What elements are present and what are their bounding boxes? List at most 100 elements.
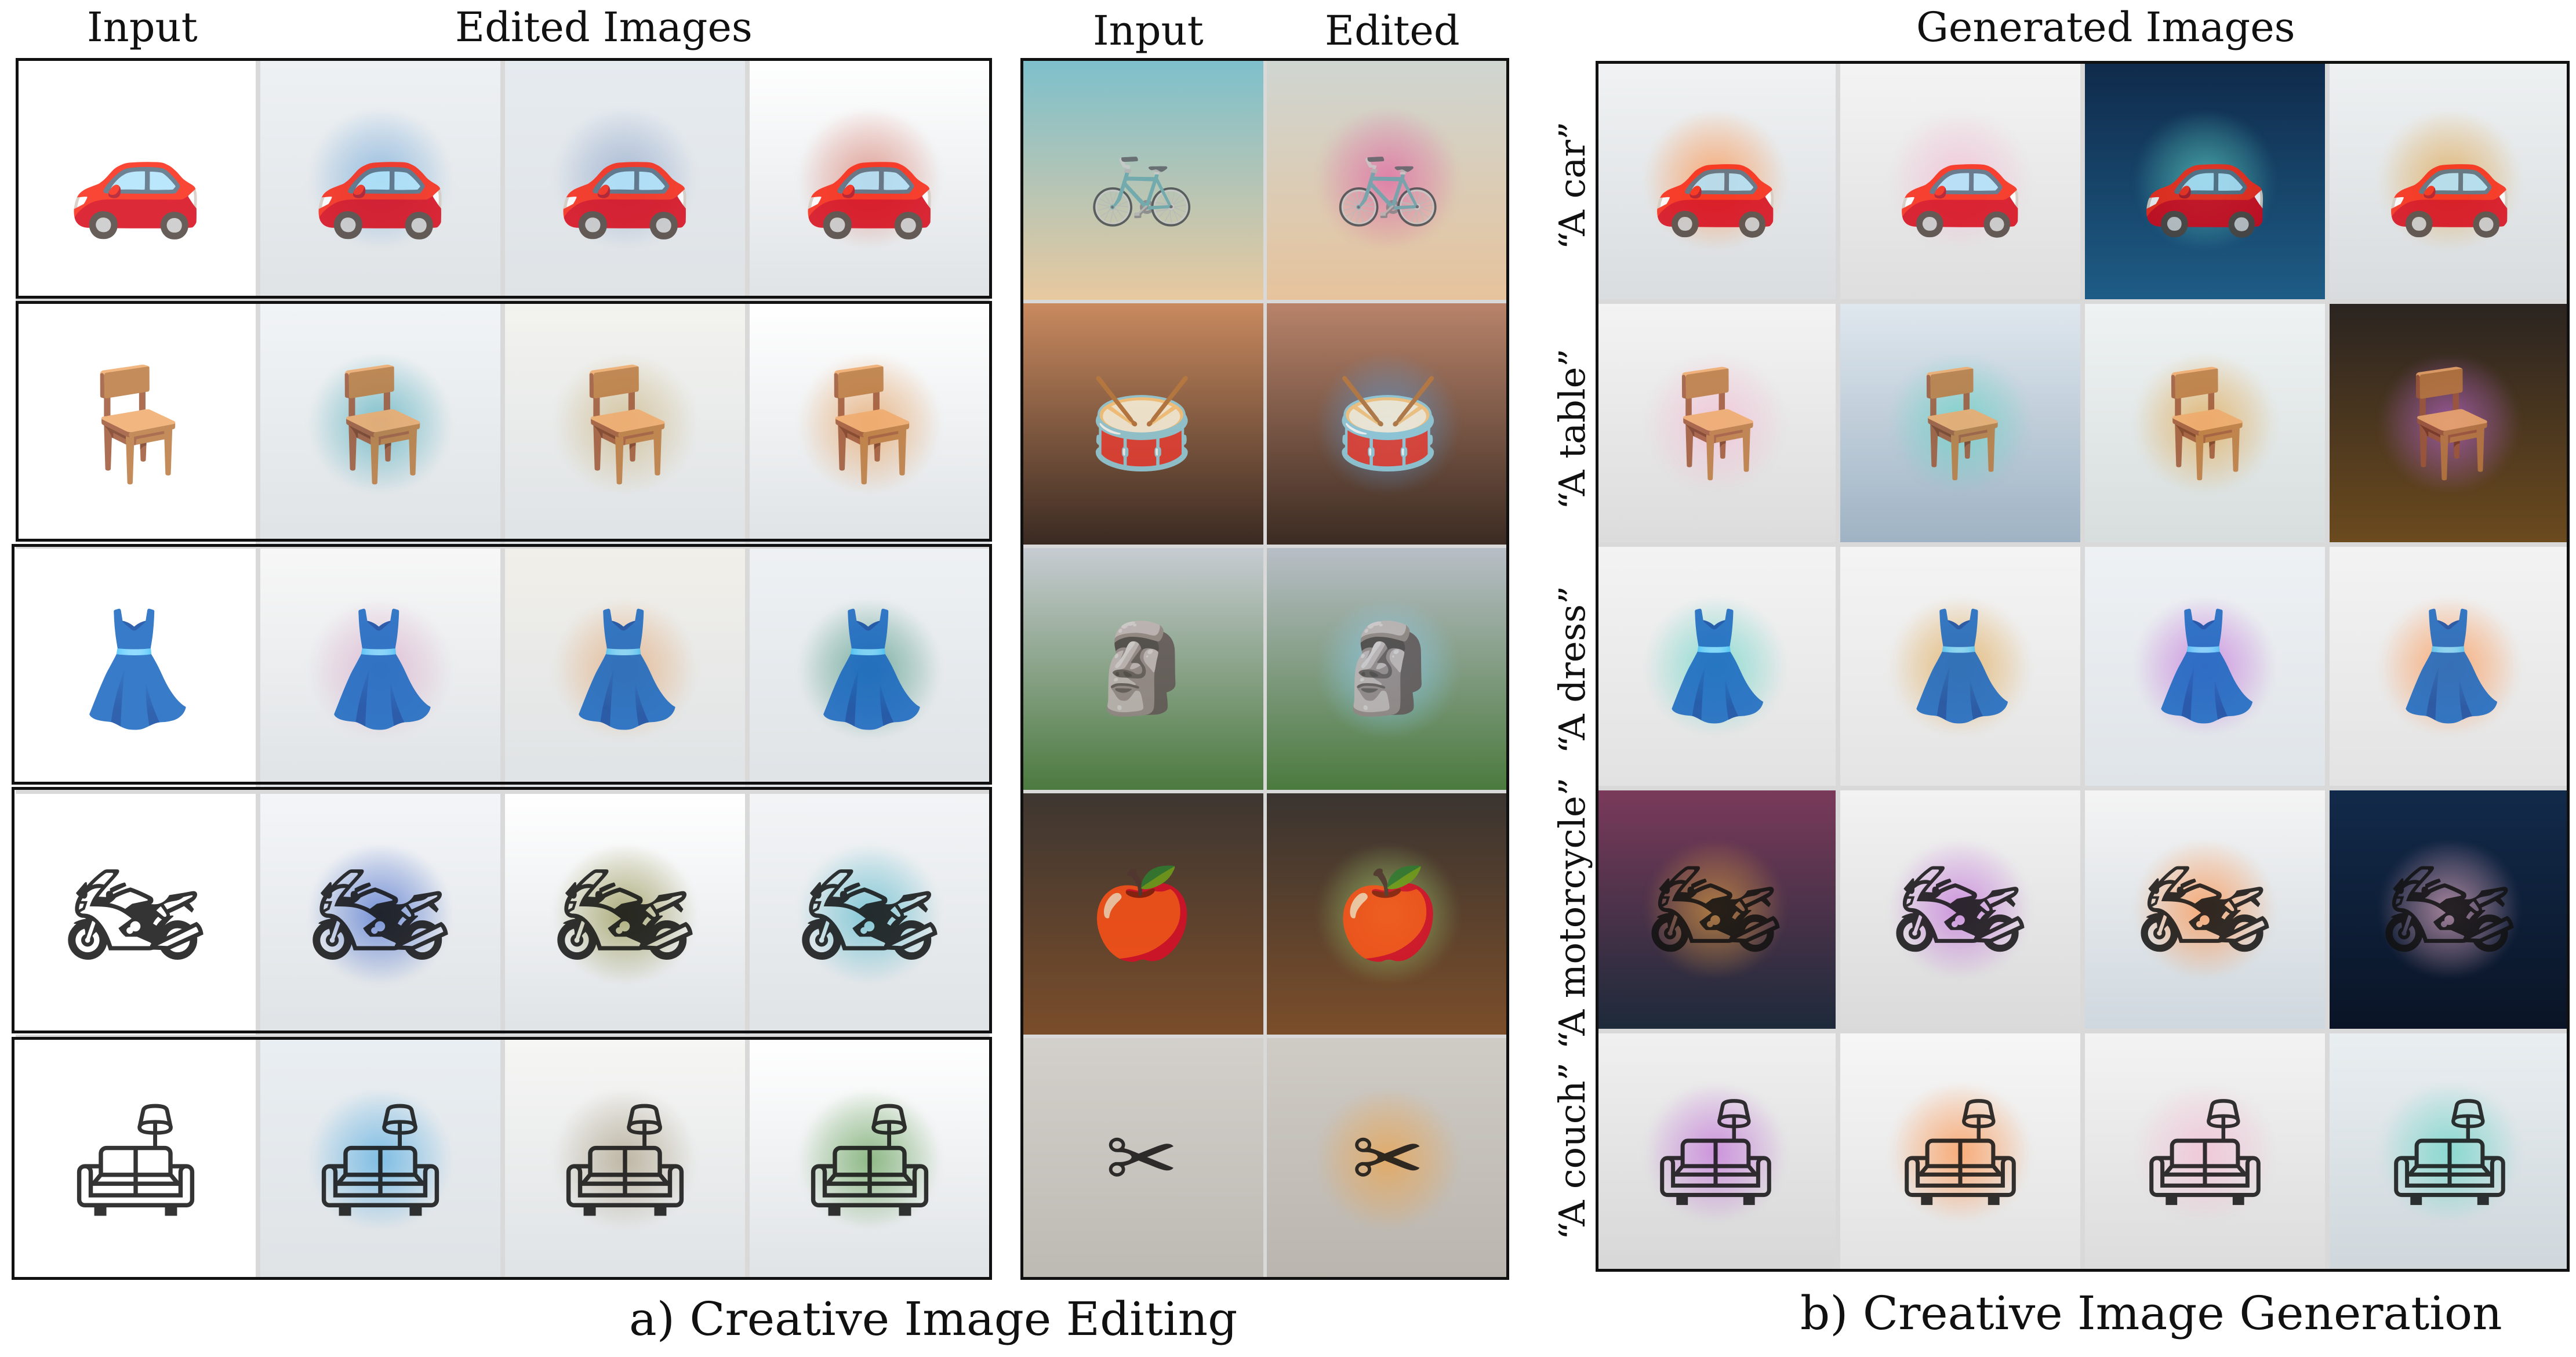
generated-car-image-3: 🚗 [2085, 61, 2325, 300]
input-dress-image-1: 👗 [16, 549, 256, 789]
color-splash [303, 847, 457, 982]
car-icon: 🚗 [2139, 119, 2270, 241]
color-splash [1883, 113, 2037, 247]
table-icon: 🪑 [311, 359, 449, 488]
generated-table-image-2: 🪑 [1840, 304, 2080, 543]
dress-icon: 👗 [2139, 605, 2270, 727]
apple-icon: 🍎 [1334, 863, 1443, 965]
generation-grid: 🚗🚗🚗🚗🪑🪑🪑🪑👗👗👗👗🏍🏍🏍🏍🛋🛋🛋🛋 [1596, 61, 2570, 1272]
edited-dress-image-4: 👗 [750, 549, 990, 789]
couch-icon: 🛋 [2383, 1091, 2516, 1213]
editing-grid: 🚗🚗🚗🚗🪑🪑🪑🪑👗👗👗👗🏍🏍🏍🏍🛋🛋🛋🛋 [16, 58, 990, 1280]
color-splash [793, 601, 947, 736]
couch-icon: 🛋 [310, 1095, 450, 1224]
color-splash [1883, 1086, 2037, 1220]
edited-motorcycle-image-2: 🏍 [260, 794, 500, 1035]
generated-car-image-4: 🚗 [2330, 61, 2570, 300]
motorcycle-icon: 🏍 [2383, 848, 2516, 970]
generated-motorcycle-image-2: 🏍 [1840, 790, 2080, 1029]
scene-editing-grid: 🚲 🚲 🥁 🥁 🗿 🗿 🍎 🍎 ✂ ✂ [1020, 58, 1509, 1280]
row-label-motorcycle: “A motorcycle” [1551, 777, 1593, 1050]
motorcycle-icon: 🏍 [800, 850, 940, 978]
color-splash [2128, 356, 2282, 490]
caption-editing: a) Creative Image Editing [629, 1292, 1238, 1346]
color-splash [2372, 113, 2527, 247]
car-icon: 🚗 [311, 114, 449, 242]
generated-motorcycle-image-3: 🏍 [2085, 790, 2325, 1029]
bicycle-icon: 🚲 [1334, 128, 1443, 230]
car-icon: 🚗 [1650, 119, 1781, 241]
motorcycle-icon: 🏍 [555, 850, 695, 978]
color-splash [1310, 1091, 1466, 1227]
color-splash [793, 1092, 947, 1227]
color-splash [1883, 843, 2037, 977]
edited-table-image-3: 🪑 [505, 303, 745, 544]
edited-motorcycle-image-4: 🏍 [750, 794, 990, 1035]
color-splash [2372, 843, 2527, 977]
table-icon: 🪑 [1895, 362, 2026, 484]
dress-icon: 👗 [311, 604, 449, 733]
motorcycle-icon: 🏍 [1894, 848, 2027, 970]
edited-couch-image-4: 🛋 [750, 1039, 990, 1280]
table-icon: 🪑 [801, 359, 939, 488]
bicycle-icon: 🚲 [1087, 128, 1196, 230]
car-icon: 🚗 [1895, 119, 2026, 241]
couch-icon: 🛋 [1894, 1091, 2027, 1213]
generated-car-image-1: 🚗 [1596, 61, 1836, 300]
scissors-icon: ✂ [1105, 1108, 1179, 1210]
input-table-image-1: 🪑 [16, 303, 256, 544]
color-splash [548, 601, 702, 736]
table-icon: 🪑 [1650, 362, 1781, 484]
edited-statue-image: 🗿 [1266, 548, 1509, 790]
color-splash [1310, 846, 1466, 982]
edited-table-image-4: 🪑 [750, 303, 990, 544]
color-splash [793, 111, 947, 246]
color-splash [2372, 356, 2527, 490]
edited-car-image-4: 🚗 [750, 58, 990, 299]
edited-drum-image: 🥁 [1266, 303, 1509, 545]
apple-icon: 🍎 [1087, 863, 1196, 965]
drum-icon: 🥁 [1334, 373, 1443, 474]
color-splash [548, 111, 702, 246]
header-generated-images: Generated Images [1916, 3, 2295, 51]
generated-dress-image-3: 👗 [2085, 547, 2325, 786]
input-statue-image: 🗿 [1020, 548, 1263, 790]
edited-couch-image-3: 🛋 [505, 1039, 745, 1280]
motorcycle-icon: 🏍 [66, 850, 206, 978]
table-icon: 🪑 [67, 359, 205, 488]
dress-icon: 👗 [801, 604, 939, 733]
car-icon: 🚗 [2384, 119, 2515, 241]
caption-generation: b) Creative Image Generation [1800, 1286, 2502, 1340]
couch-icon: 🛋 [1649, 1091, 1782, 1213]
color-splash [1883, 356, 2037, 490]
color-splash [2128, 599, 2282, 734]
header-input-a: Input [87, 3, 198, 51]
couch-icon: 🛋 [800, 1095, 940, 1224]
car-icon: 🚗 [67, 114, 205, 242]
row-label-car: “A car” [1551, 121, 1593, 250]
color-splash [1883, 599, 2037, 734]
color-splash [2128, 843, 2282, 977]
input-scissors-image: ✂ [1020, 1038, 1263, 1280]
color-splash [1638, 113, 1793, 247]
generated-dress-image-4: 👗 [2330, 547, 2570, 786]
motorcycle-icon: 🏍 [310, 850, 450, 978]
color-splash [1638, 843, 1793, 977]
drum-icon: 🥁 [1087, 373, 1196, 474]
input-bicycle-image: 🚲 [1020, 58, 1263, 300]
motorcycle-icon: 🏍 [1649, 848, 1782, 970]
dress-icon: 👗 [67, 604, 205, 733]
header-edited-images: Edited Images [455, 3, 753, 51]
edited-couch-image-2: 🛋 [260, 1039, 500, 1280]
couch-icon: 🛋 [2138, 1091, 2272, 1213]
row-label-dress: “A dress” [1551, 586, 1593, 754]
scissors-icon: ✂ [1351, 1108, 1425, 1210]
table-icon: 🪑 [2139, 362, 2270, 484]
statue-icon: 🗿 [1087, 618, 1196, 720]
generated-motorcycle-image-4: 🏍 [2330, 790, 2570, 1029]
motorcycle-icon: 🏍 [2138, 848, 2272, 970]
edited-car-image-2: 🚗 [260, 58, 500, 299]
couch-icon: 🛋 [66, 1095, 206, 1224]
input-car-image-1: 🚗 [16, 58, 256, 299]
couch-icon: 🛋 [555, 1095, 695, 1224]
